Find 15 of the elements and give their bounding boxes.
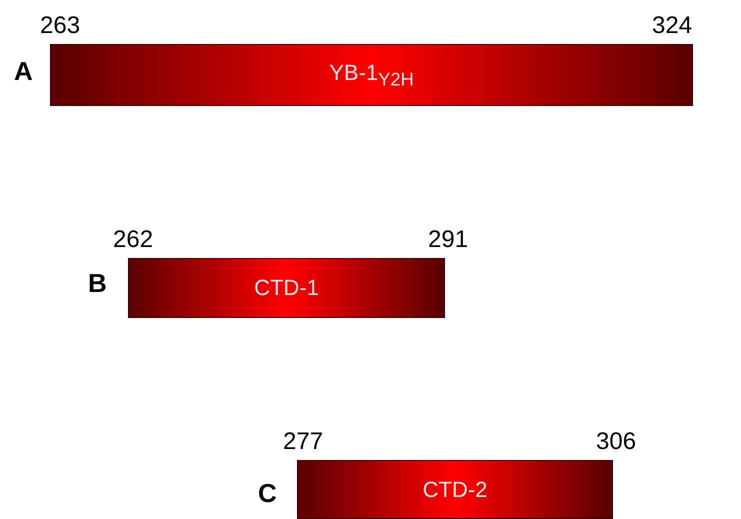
start-residue-number: 262: [113, 226, 154, 254]
protein-region-bar: [128, 258, 445, 318]
start-residue-number: 263: [40, 12, 80, 40]
end-residue-number: 291: [428, 226, 468, 254]
protein-region-bar: [297, 460, 613, 519]
region-name: CTD-1: [254, 275, 319, 301]
start-residue-number: 277: [283, 428, 324, 456]
protein-region-bar: [50, 44, 693, 106]
region-name: YB-1$_{Y2H}$: [329, 60, 414, 90]
panel-letter: B: [88, 268, 107, 299]
end-residue-number: 306: [596, 428, 636, 456]
panel-letter: A: [14, 56, 33, 87]
end-residue-number: 324: [652, 12, 692, 40]
region-name: CTD-2: [422, 476, 488, 502]
panel-letter: C: [258, 478, 277, 509]
